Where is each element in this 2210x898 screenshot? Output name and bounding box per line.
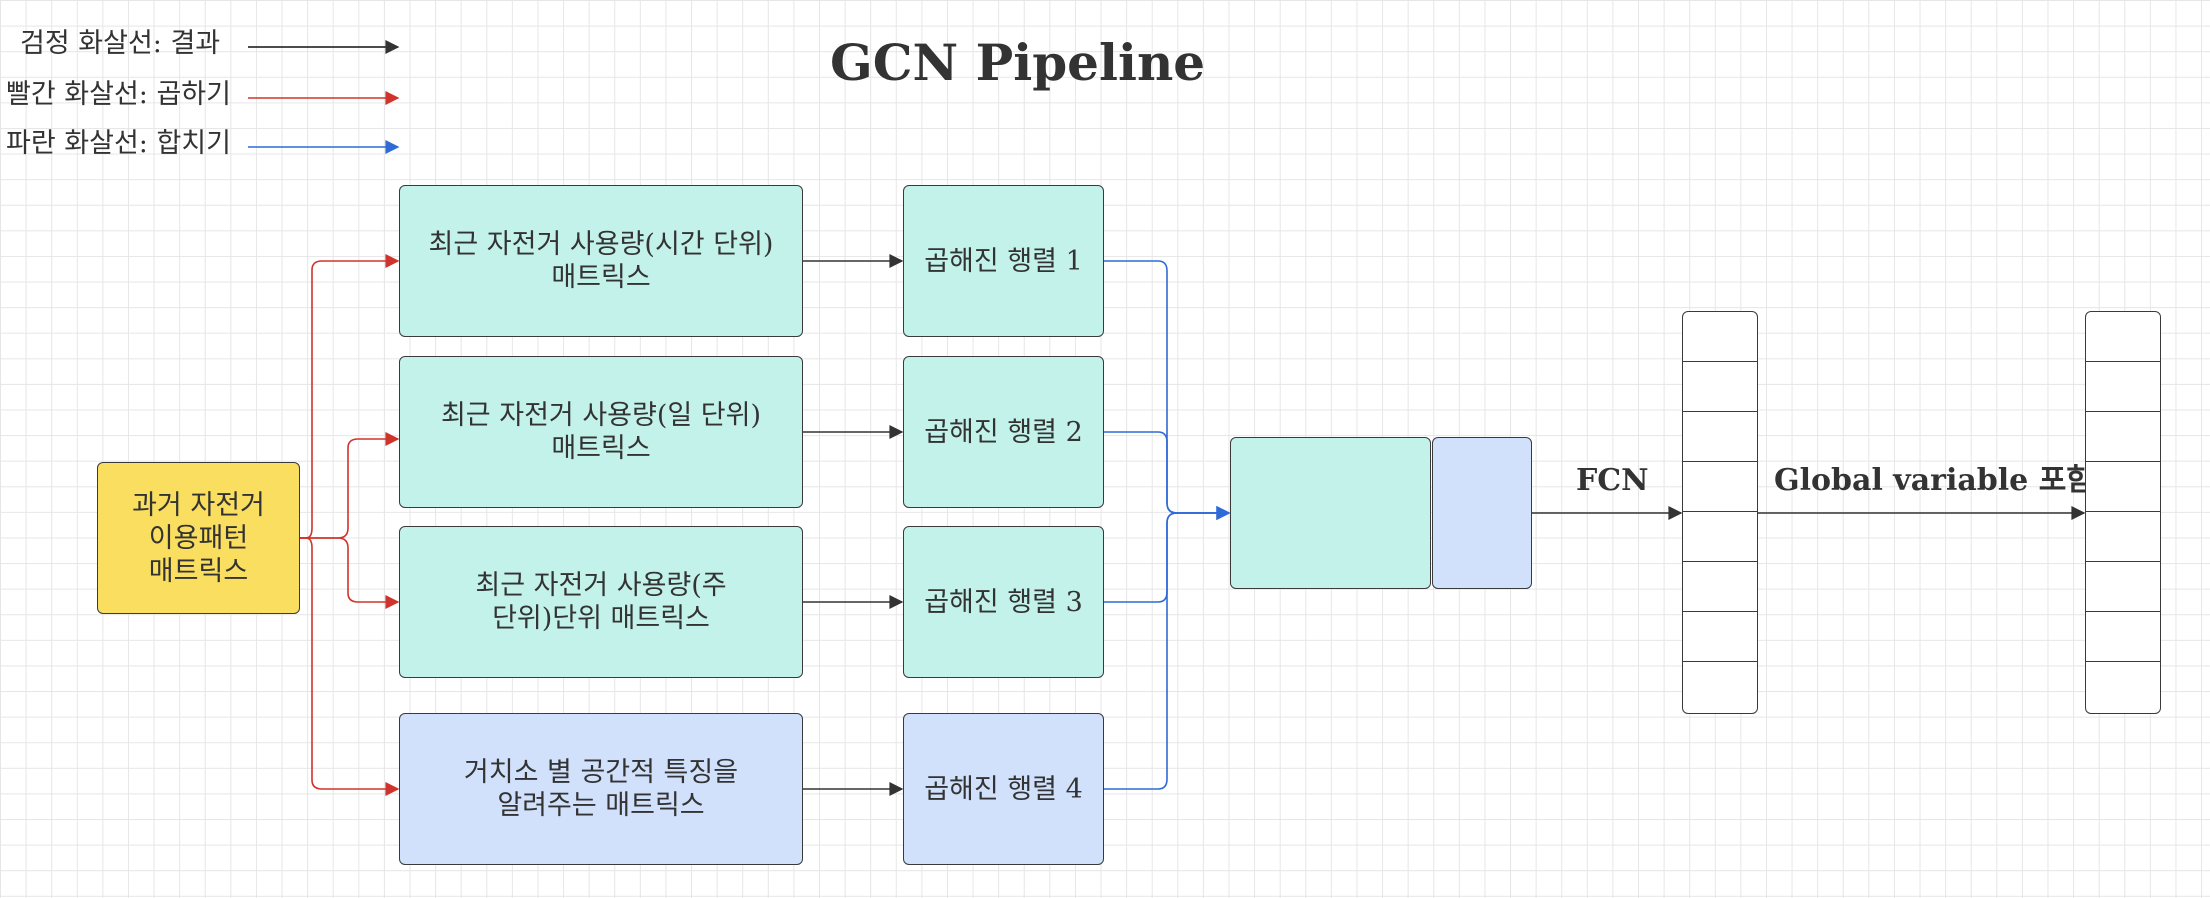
fcn-cell [1682, 461, 1758, 513]
input-node-hourly: 최근 자전거 사용량(시간 단위) 매트릭스 [399, 185, 803, 337]
input-node-spatial: 거치소 별 공간적 특징을 알려주는 매트릭스 [399, 713, 803, 865]
merge-arrow-2 [1104, 431, 1231, 520]
output-cell [2085, 311, 2161, 363]
merge-arrow-4 [1104, 506, 1231, 790]
merge-connectors [1104, 260, 1231, 790]
multiply-arrow-4 [300, 537, 400, 796]
global-variable-label: Global variable 포함 [1774, 463, 2094, 498]
output-cell [2085, 411, 2161, 463]
product-node-2: 곱해진 행렬 2 [903, 356, 1104, 508]
fcn-cell [1682, 361, 1758, 413]
fcn-cell [1682, 411, 1758, 463]
fcn-cell [1682, 311, 1758, 363]
merged-block-blue [1432, 437, 1532, 589]
output-cell [2085, 511, 2161, 563]
legend-result-label: 검정 화살선: 결과 [20, 28, 221, 59]
fcn-cell [1682, 511, 1758, 563]
multiply-arrow-1 [300, 254, 400, 539]
result-connectors [803, 254, 904, 796]
output-cell [2085, 561, 2161, 613]
multiply-arrow-3 [300, 537, 400, 609]
output-cell [2085, 461, 2161, 513]
fcn-cell [1682, 661, 1758, 714]
legend-merge-label: 파란 화살선: 합치기 [6, 128, 231, 159]
product-node-3: 곱해진 행렬 3 [903, 526, 1104, 678]
input-node-daily: 최근 자전거 사용량(일 단위) 매트릭스 [399, 356, 803, 508]
output-cell [2085, 661, 2161, 714]
merged-block-teal [1230, 437, 1431, 589]
multiply-connectors [300, 254, 400, 796]
diagram-title: GCN Pipeline [830, 33, 1206, 92]
fcn-cell [1682, 561, 1758, 613]
legend-multiply-label: 빨간 화살선: 곱하기 [6, 79, 231, 110]
multiply-arrow-2 [300, 432, 400, 539]
output-cell [2085, 361, 2161, 413]
output-cell [2085, 611, 2161, 663]
input-node-weekly: 최근 자전거 사용량(주 단위)단위 매트릭스 [399, 526, 803, 678]
fcn-label: FCN [1576, 463, 1649, 498]
source-node: 과거 자전거 이용패턴 매트릭스 [97, 462, 300, 614]
product-node-4: 곱해진 행렬 4 [903, 713, 1104, 865]
product-node-1: 곱해진 행렬 1 [903, 185, 1104, 337]
fcn-cell [1682, 611, 1758, 663]
